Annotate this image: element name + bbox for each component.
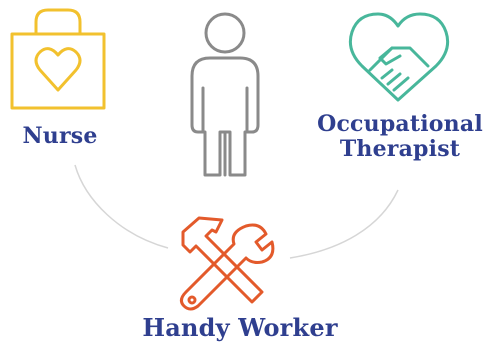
handy-worker-label-text: Handy Worker [142, 313, 338, 342]
nurse-label-text: Nurse [22, 123, 98, 149]
nurse-label: Nurse [10, 123, 110, 149]
connector-therapist-handyworker [289, 189, 399, 259]
occupational-therapist-label-line1: Occupational [317, 111, 483, 137]
shopping-bag-heart-icon [10, 8, 106, 110]
handy-worker-label: Handy Worker [115, 314, 365, 342]
connector-nurse-handyworker [74, 164, 169, 249]
heart-handshake-icon [348, 12, 450, 102]
hammer-wrench-icon [179, 216, 275, 311]
occupational-therapist-label: Occupational Therapist [305, 111, 493, 163]
person-icon [190, 12, 260, 177]
occupational-therapist-label-line2: Therapist [339, 136, 461, 163]
